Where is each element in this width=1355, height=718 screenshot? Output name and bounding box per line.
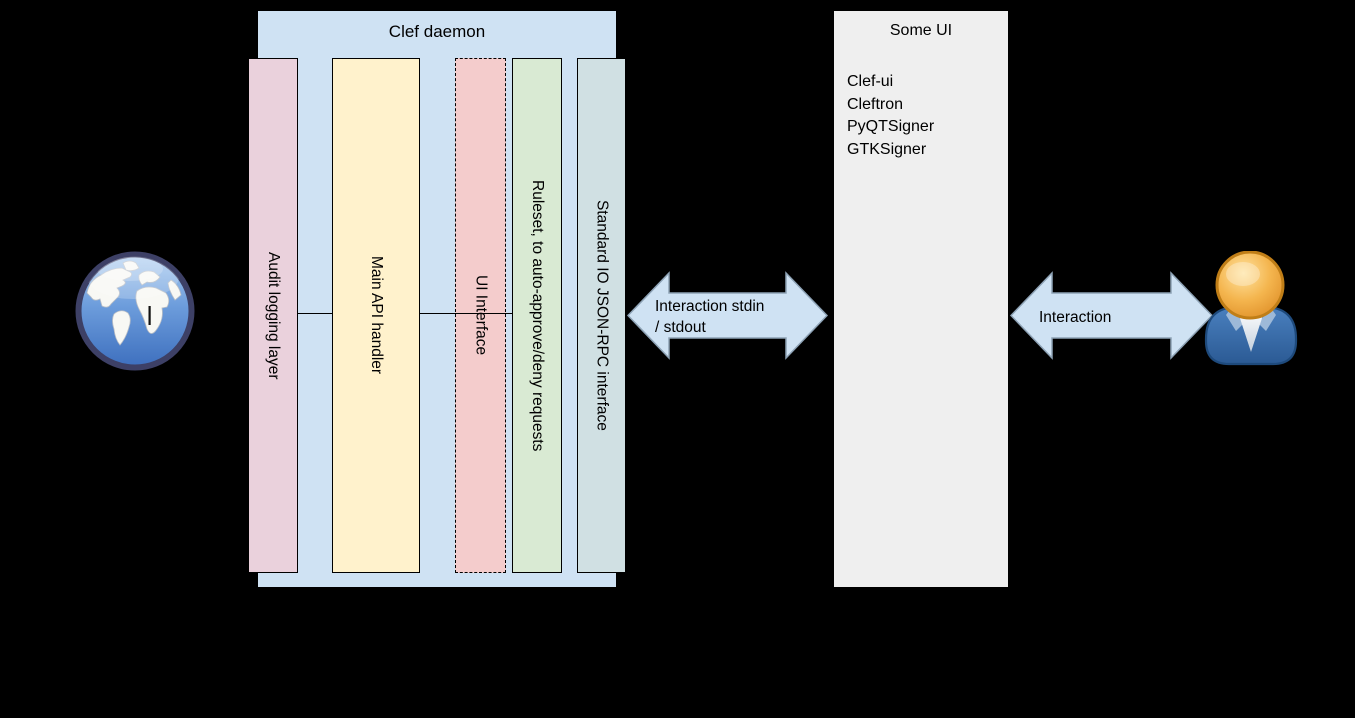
some-ui-list: Clef-ui Cleftron PyQTSigner GTKSigner (834, 71, 1008, 161)
bar-ui-interface-label: UI Interface (472, 275, 490, 356)
connector-line-audit-api (297, 313, 333, 314)
ui-user-arrow-label-line1: Interaction (1039, 309, 1112, 326)
bar-audit-logging-layer: Audit logging layer (248, 58, 298, 573)
user-icon (1204, 251, 1298, 366)
daemon-ui-arrow (627, 271, 828, 360)
some-ui-item-gtksigner: GTKSigner (847, 140, 927, 158)
cursor-mark (148, 306, 151, 325)
clef-daemon-container: Clef daemon (257, 10, 617, 588)
connector-line-api-ruleset (419, 313, 513, 314)
daemon-ui-arrow-label-line1: Interaction stdin (655, 298, 765, 315)
bar-ui-interface: UI Interface (455, 58, 506, 573)
bar-audit-logging-layer-label: Audit logging layer (265, 251, 282, 380)
some-ui-item-cleftron: Cleftron (847, 95, 904, 113)
bar-stdio-jsonrpc-interface-label: Standard IO JSON-RPC interface (593, 200, 611, 431)
bar-stdio-jsonrpc-interface: Standard IO JSON-RPC interface (577, 58, 626, 573)
some-ui-item-clef-ui: Clef-ui (847, 73, 894, 90)
daemon-ui-arrow-label-line2: / stdout (655, 319, 706, 336)
bar-main-api-handler-label: Main API handler (368, 256, 385, 375)
some-ui-item-pyqtsigner: PyQTSigner (847, 118, 935, 135)
bar-ruleset: Ruleset, to auto-approve/deny requests (512, 58, 562, 573)
bar-main-api-handler: Main API handler (332, 58, 420, 573)
ui-user-arrow-label: Interaction (1039, 307, 1111, 328)
clef-daemon-title: Clef daemon (388, 22, 486, 41)
daemon-ui-arrow-label: Interaction stdin / stdout (655, 296, 764, 338)
globe-icon (75, 251, 195, 371)
bar-ruleset-label: Ruleset, to auto-approve/deny requests (529, 179, 546, 452)
some-ui-title: Some UI (889, 22, 953, 39)
some-ui-box: Some UI Clef-ui Cleftron PyQTSigner GTKS… (833, 10, 1009, 588)
